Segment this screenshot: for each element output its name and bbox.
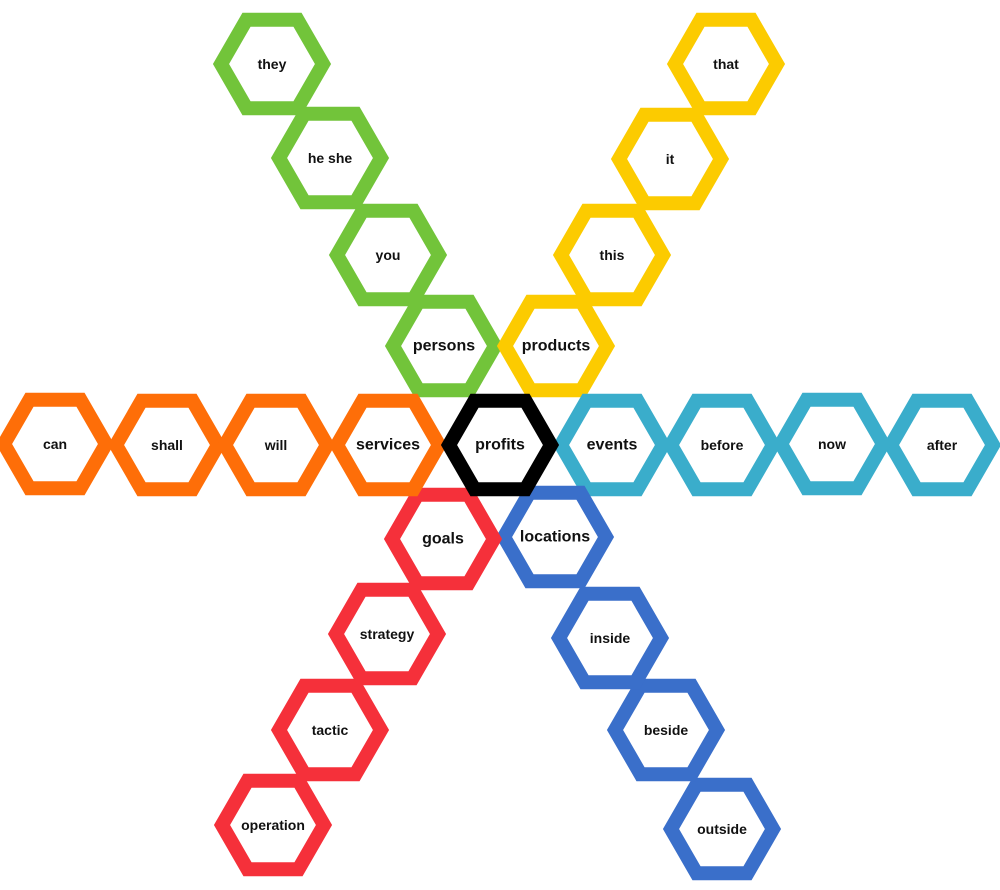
label-events: events: [587, 437, 638, 454]
label-they: they: [258, 56, 287, 72]
label-persons: persons: [413, 338, 475, 355]
hex-this: [552, 203, 672, 307]
hex-after: [882, 393, 1000, 497]
label-he-she: he she: [308, 150, 353, 166]
label-before: before: [701, 437, 744, 453]
label-shall: shall: [151, 437, 183, 453]
label-that: that: [713, 56, 739, 72]
label-now: now: [818, 436, 846, 452]
label-locations: locations: [520, 529, 590, 546]
hex-profits: [440, 393, 560, 497]
hex-goals: [383, 487, 503, 591]
hex-he-she: [270, 106, 390, 210]
hex-that: [666, 12, 786, 116]
hex-inside: [550, 586, 670, 690]
label-this: this: [600, 247, 625, 263]
hex-will: [216, 393, 336, 497]
label-can: can: [43, 436, 67, 452]
hex-persons: [384, 294, 504, 398]
label-inside: inside: [590, 630, 631, 646]
hex-products: [496, 294, 616, 398]
label-services: services: [356, 437, 420, 454]
label-operation: operation: [241, 817, 305, 833]
hex-strategy: [327, 582, 447, 686]
hex-events: [552, 393, 672, 497]
hex-shall: [107, 393, 227, 497]
hex-it: [610, 107, 730, 211]
hex-operation: [213, 773, 333, 877]
hex-beside: [606, 678, 726, 782]
hexagon-layer: [0, 12, 1000, 881]
label-layer: they that after outside operation can he she it…: [43, 56, 958, 837]
hex-outside: [662, 777, 782, 881]
hex-can: [0, 392, 115, 496]
label-products: products: [522, 338, 591, 355]
label-after: after: [927, 437, 958, 453]
label-strategy: strategy: [360, 626, 415, 642]
label-profits: profits: [475, 437, 525, 454]
label-will: will: [264, 437, 288, 453]
hex-locations: [495, 485, 615, 589]
hex-they: [212, 12, 332, 116]
label-beside: beside: [644, 722, 689, 738]
label-you: you: [376, 247, 401, 263]
label-outside: outside: [697, 821, 747, 837]
label-it: it: [666, 151, 675, 167]
hex-now: [772, 392, 892, 496]
hex-services: [328, 393, 448, 497]
label-tactic: tactic: [312, 722, 349, 738]
label-goals: goals: [422, 531, 464, 548]
hex-tactic: [270, 678, 390, 782]
